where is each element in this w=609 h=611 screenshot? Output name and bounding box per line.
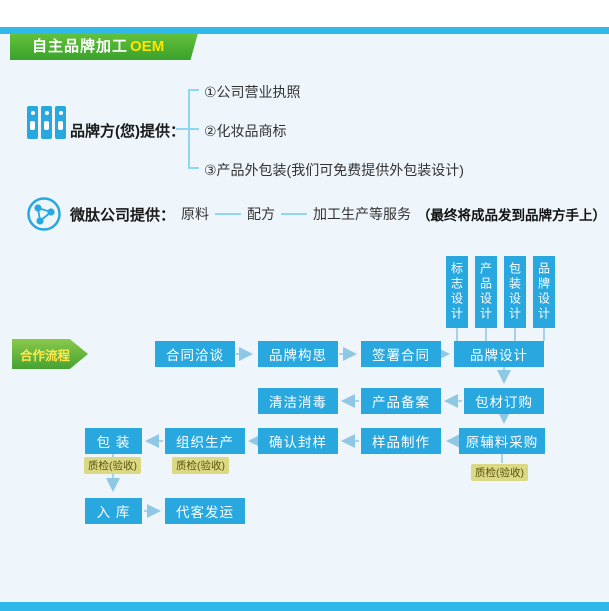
flow-box-sign-contract: 签署合同 [361,341,441,367]
brand-item-outer-packaging: ③产品外包装(我们可免费提供外包装设计) [204,162,464,178]
company-item-processing-service: 加工生产等服务 [313,206,412,222]
page-title-highlight: OEM [130,38,165,55]
flow-box-brand-concept: 品牌构思 [258,341,338,367]
bracket-line-stub [188,167,199,169]
qc-badge-packaging: 质检(验收) [84,457,141,474]
page-title: 自主品牌加工 [32,38,129,55]
flow-box-warehousing: 入 库 [85,498,142,524]
flow-box-sample-making: 样品制作 [361,428,441,454]
flow-box-packaging-material-order: 包材订购 [464,388,544,414]
binder-icon-bar [41,106,52,139]
top-divider-bar [0,27,609,34]
company-provide-row: 微肽公司提供： 原料 配方 加工生产等服务 （最终将成品发到品牌方手上） [70,196,607,232]
process-flow-arrow: 合作流程 [12,339,88,369]
bracket-line-stub [188,128,199,130]
brand-item-business-license: ①公司营业执照 [204,84,301,100]
bottom-divider-bar [0,602,609,611]
company-item-formula: 配方 [247,206,276,222]
binder-icon-bar [27,106,38,139]
flow-box-cleaning-disinfection: 清洁消毒 [258,388,338,414]
brand-item-trademark: ②化妆品商标 [204,123,287,139]
company-provide-label: 微肽公司提供： [70,206,176,224]
network-icon [26,196,62,232]
flow-box-raw-material-purchase: 原辅料采购 [459,428,545,454]
flow-box-product-design: 产品设计 [475,256,497,328]
qc-badge-production: 质检(验收) [172,457,229,474]
bracket-line-stub [188,89,199,91]
connector-dash [215,213,242,215]
binder-icon [27,106,68,139]
bracket-line-stub [176,128,188,130]
flow-box-brand-design: 品牌设计 [454,341,544,367]
flow-box-brand-design-vertical: 品牌设计 [533,256,555,328]
qc-badge-raw-material: 质检(验收) [471,464,528,481]
company-item-raw-material: 原料 [181,206,210,222]
company-provide-note: （最终将成品发到品牌方手上） [417,208,607,223]
flow-box-packaging: 包 装 [85,428,142,454]
flow-box-contract-negotiation: 合同洽谈 [155,341,235,367]
connector-dash [281,213,308,215]
flow-box-logo-design: 标志设计 [446,256,468,328]
flow-box-seal-sample-confirmation: 确认封样 [258,428,338,454]
binder-icon-bar [55,106,66,139]
process-flow-label: 合作流程 [20,348,71,363]
flow-box-production: 组织生产 [165,428,245,454]
flow-box-package-design: 包装设计 [504,256,526,328]
flow-box-consignment-shipping: 代客发运 [165,498,245,524]
flow-box-product-filing: 产品备案 [361,388,441,414]
brand-provide-label: 品牌方(您)提供： [70,123,185,140]
